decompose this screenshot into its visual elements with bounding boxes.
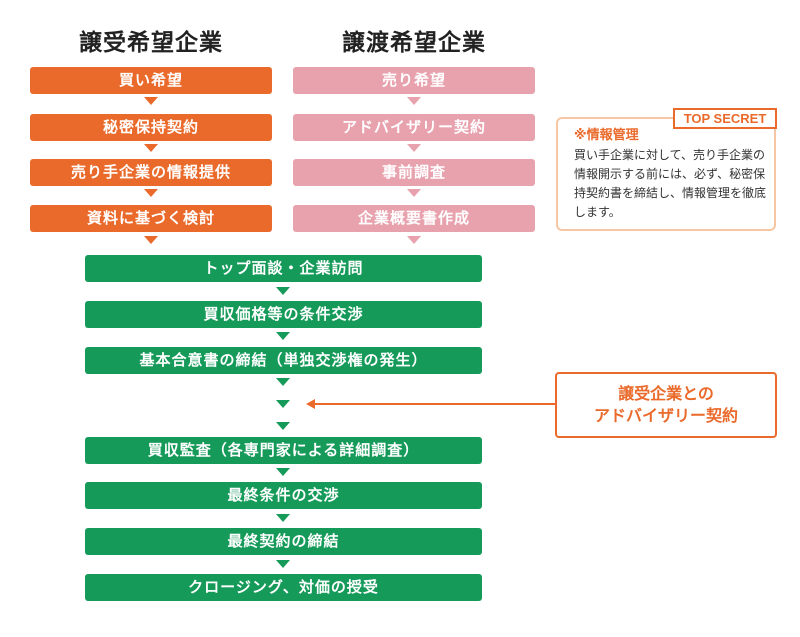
common-arrow-1 (276, 287, 290, 295)
advisory-contract-note: 譲受企業との アドバイザリー契約 (555, 372, 777, 438)
buyer-column-title: 譲受希望企業 (79, 30, 223, 56)
buyer-step-1: 買い希望 (30, 67, 272, 94)
seller-step-1: 売り希望 (293, 67, 535, 94)
info-management-title: ※情報管理 (574, 128, 639, 143)
common-arrow-7 (276, 514, 290, 522)
top-secret-badge: TOP SECRET (673, 108, 777, 129)
seller-column-title: 譲渡希望企業 (342, 30, 486, 56)
arrow-head-icon (306, 399, 315, 409)
common-step-1: トップ面談・企業訪問 (85, 255, 482, 282)
common-step-6: 最終契約の締結 (85, 528, 482, 555)
advisory-line-2: アドバイザリー契約 (593, 406, 738, 425)
common-step-5: 最終条件の交渉 (85, 482, 482, 509)
common-step-3: 基本合意書の締結（単独交渉権の発生） (85, 347, 482, 374)
common-arrow-2 (276, 332, 290, 340)
common-arrow-6 (276, 468, 290, 476)
common-step-2: 買収価格等の条件交渉 (85, 301, 482, 328)
common-arrow-5 (276, 422, 290, 430)
seller-step-2: アドバイザリー契約 (293, 114, 535, 141)
info-management-note (556, 117, 776, 231)
seller-arrow-4 (407, 236, 421, 244)
common-step-4: 買収監査（各専門家による詳細調査） (85, 437, 482, 464)
buyer-arrow-3 (144, 189, 158, 197)
buyer-step-4: 資料に基づく検討 (30, 205, 272, 232)
advisory-arrow (306, 399, 555, 409)
seller-arrow-3 (407, 189, 421, 197)
buyer-step-2: 秘密保持契約 (30, 114, 272, 141)
buyer-arrow-2 (144, 144, 158, 152)
seller-step-3: 事前調査 (293, 159, 535, 186)
common-arrow-8 (276, 560, 290, 568)
common-arrow-3 (276, 378, 290, 386)
info-management-body: 買い手企業に対して、売り手企業の情報開示する前には、必ず、秘密保持契約書を締結し… (574, 148, 767, 219)
common-arrow-4 (276, 400, 290, 408)
buyer-arrow-4 (144, 236, 158, 244)
buyer-arrow-1 (144, 97, 158, 105)
common-step-7: クロージング、対価の授受 (85, 574, 482, 601)
seller-arrow-2 (407, 144, 421, 152)
seller-arrow-1 (407, 97, 421, 105)
advisory-line-1: 譲受企業との (618, 384, 714, 403)
buyer-step-3: 売り手企業の情報提供 (30, 159, 272, 186)
seller-step-4: 企業概要書作成 (293, 205, 535, 232)
